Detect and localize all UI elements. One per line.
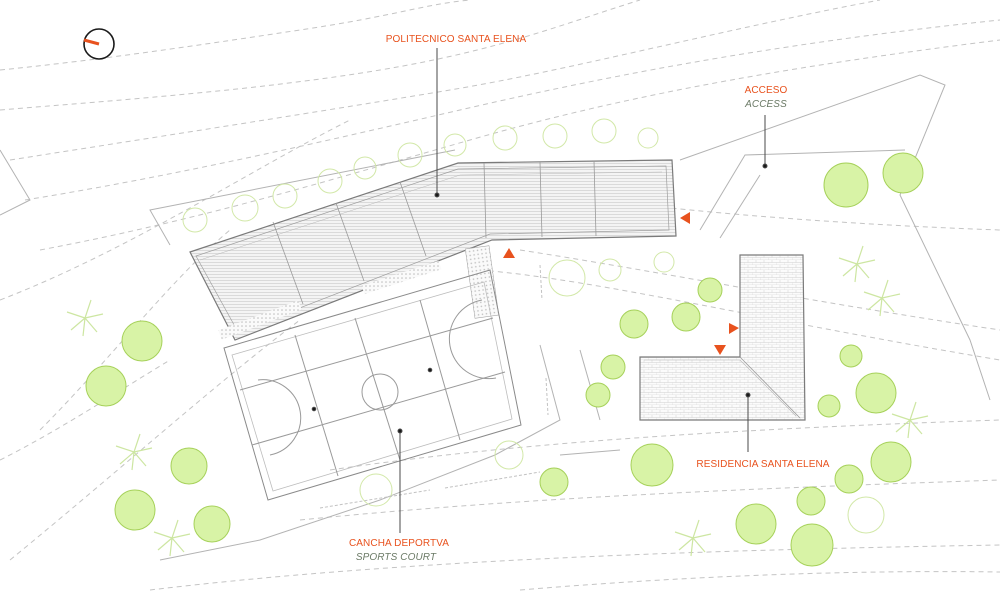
court-subtitle: SPORTS COURT <box>356 552 437 563</box>
tree-canopy-icon <box>85 118 924 567</box>
walkways <box>319 264 549 509</box>
access-subtitle: ACCESS <box>744 99 787 110</box>
triangle-marker-icon <box>503 212 739 355</box>
leader-lines <box>311 48 768 533</box>
palm-tree-icon <box>66 245 929 557</box>
north-arrow-icon <box>83 28 115 60</box>
court-label: CANCHA DEPORTVA <box>349 538 449 549</box>
sports-court <box>223 269 522 501</box>
residence-label: RESIDENCIA SANTA ELENA <box>696 459 829 470</box>
residence-building <box>639 254 806 421</box>
politecnico-label: POLITECNICO SANTA ELENA <box>386 34 527 45</box>
politecnico-building <box>189 159 677 341</box>
access-label: ACCESO <box>745 85 788 96</box>
site-boundary <box>0 74 991 561</box>
